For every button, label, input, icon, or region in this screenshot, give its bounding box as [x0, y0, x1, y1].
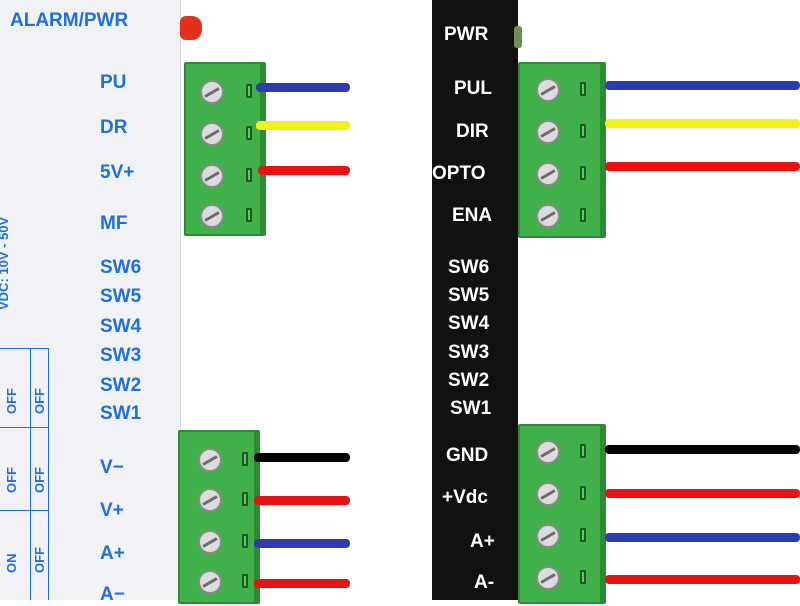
screw-icon[interactable] [198, 488, 222, 512]
screw-icon[interactable] [536, 78, 560, 102]
left-label-sw3: SW3 [100, 345, 142, 366]
left-label-5v: 5V+ [100, 162, 135, 183]
screw-icon[interactable] [200, 164, 224, 188]
screw-icon[interactable] [198, 570, 222, 594]
screw-icon[interactable] [198, 448, 222, 472]
wire-red-a-minus [254, 579, 350, 588]
right-label-pwr: PWR [444, 24, 489, 45]
left-label-a-minus: A− [100, 584, 125, 605]
screw-icon[interactable] [200, 204, 224, 228]
wire-blue-a-plus [254, 539, 350, 548]
terminal-slot [580, 124, 586, 138]
left-label-sw1: SW1 [100, 403, 142, 424]
terminal-slot [580, 444, 586, 458]
wire-blue-pul [605, 81, 800, 90]
left-label-v-plus: V+ [100, 500, 124, 521]
left-label-sw6: SW6 [100, 257, 142, 278]
left-label-dr: DR [100, 117, 128, 138]
right-power-terminal-block [518, 424, 606, 604]
right-label-a-minus: A- [474, 572, 495, 593]
screw-icon[interactable] [198, 530, 222, 554]
terminal-slot [246, 168, 252, 182]
right-label-sw3: SW3 [448, 342, 490, 363]
dip-cell-6: OFF [32, 547, 47, 573]
right-label-sw6: SW6 [448, 257, 490, 278]
wire-yellow-dir [605, 119, 800, 128]
right-label-sw1: SW1 [450, 398, 492, 419]
left-label-pu: PU [100, 72, 127, 93]
right-label-sw2: SW2 [448, 370, 490, 391]
right-label-sw5: SW5 [448, 285, 490, 306]
voltage-rating-text: VDC: 10V - 50V [0, 216, 11, 310]
terminal-slot [580, 82, 586, 96]
wire-red-opto [605, 162, 800, 171]
screw-icon[interactable] [536, 440, 560, 464]
terminal-slot [246, 208, 252, 222]
alarm-led-icon [180, 16, 202, 40]
right-label-sw4: SW4 [448, 313, 490, 334]
power-led-icon [514, 26, 522, 48]
right-label-opto: OPTO [432, 163, 486, 184]
right-driver-housing: PWR PUL DIR OPTO ENA SW6 SW5 SW4 SW3 SW2… [432, 0, 518, 600]
right-label-dir: DIR [456, 121, 489, 142]
right-signal-terminal-block [518, 62, 606, 238]
dip-cell-2: OFF [32, 388, 47, 414]
terminal-slot [580, 208, 586, 222]
left-label-a-plus: A+ [100, 543, 125, 564]
terminal-slot [242, 534, 248, 548]
terminal-slot [580, 166, 586, 180]
terminal-slot [580, 570, 586, 584]
screw-icon[interactable] [200, 80, 224, 104]
dip-cell-4: OFF [32, 467, 47, 493]
dip-cell-5: ON [4, 553, 19, 574]
wire-red-vdc [605, 489, 800, 498]
screw-icon[interactable] [536, 204, 560, 228]
left-label-sw2: SW2 [100, 375, 142, 396]
left-label-sw4: SW4 [100, 316, 142, 337]
terminal-slot [246, 84, 252, 98]
right-label-gnd: GND [446, 445, 489, 466]
screw-icon[interactable] [536, 566, 560, 590]
right-label-a-plus: A+ [470, 531, 495, 552]
screw-icon[interactable] [536, 162, 560, 186]
left-label-v-minus: V− [100, 457, 124, 478]
right-label-ena: ENA [452, 205, 493, 226]
wire-black-v-minus [254, 453, 350, 462]
left-label-sw5: SW5 [100, 286, 142, 307]
wire-red-5v [258, 166, 350, 175]
alarm-pwr-label: ALARM/PWR [10, 10, 129, 31]
screw-icon[interactable] [536, 120, 560, 144]
wire-blue-a-plus [605, 533, 800, 542]
wire-blue-pu [256, 83, 350, 92]
terminal-slot [242, 574, 248, 588]
wire-yellow-dr [256, 121, 350, 130]
left-power-terminal-block [178, 430, 260, 604]
screw-icon[interactable] [536, 524, 560, 548]
wire-black-gnd [605, 445, 800, 454]
left-driver-housing: ALARM/PWR PU DR 5V+ MF SW6 SW5 SW4 SW3 S… [0, 0, 181, 605]
terminal-slot [242, 492, 248, 506]
screw-icon[interactable] [200, 122, 224, 146]
right-label-vdc: +Vdc [442, 487, 488, 508]
dip-cell-3: OFF [4, 467, 19, 493]
terminal-slot [580, 486, 586, 500]
wire-red-a-minus [605, 575, 800, 584]
screw-icon[interactable] [536, 482, 560, 506]
terminal-slot [580, 528, 586, 542]
terminal-slot [242, 452, 248, 466]
left-signal-terminal-block [184, 62, 266, 236]
dip-cell-1: OFF [4, 388, 19, 414]
terminal-slot [246, 126, 252, 140]
left-label-mf: MF [100, 213, 128, 234]
wire-red-v-plus [254, 496, 350, 505]
right-label-pul: PUL [454, 78, 492, 99]
